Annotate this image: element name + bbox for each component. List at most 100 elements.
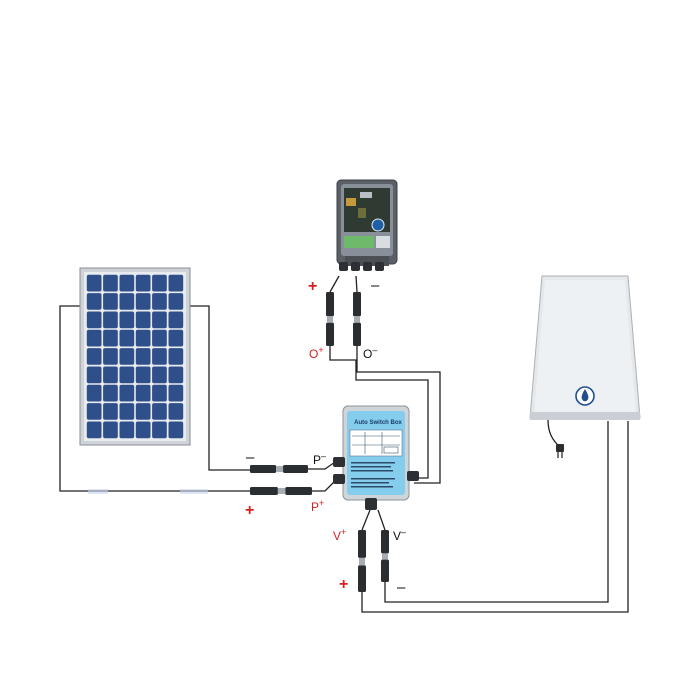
controller-glands bbox=[339, 262, 384, 271]
solar-cell bbox=[103, 311, 118, 329]
solar-cell bbox=[152, 293, 167, 310]
label-v-plus-sign: + bbox=[341, 527, 347, 537]
wire-ctrl-minus bbox=[355, 275, 358, 293]
label-o-plus-sign: + bbox=[318, 345, 324, 355]
controller-plus-sign: + bbox=[308, 278, 318, 295]
solar-cell bbox=[168, 384, 184, 402]
label-p-minus: P– bbox=[313, 451, 327, 467]
solar-cell bbox=[103, 293, 118, 310]
label-v-plus: V+ bbox=[333, 527, 347, 543]
solar-cell bbox=[119, 403, 135, 420]
controller-minus-sign: – bbox=[371, 277, 380, 294]
solar-cell bbox=[103, 403, 118, 420]
wire-box-vminus bbox=[377, 509, 386, 531]
solar-cell bbox=[119, 348, 135, 365]
solar-cell bbox=[152, 421, 167, 439]
panel-minus-sign: – bbox=[246, 449, 255, 466]
solar-cell bbox=[168, 274, 184, 292]
solar-cell bbox=[86, 403, 102, 420]
solar-cell bbox=[152, 384, 167, 402]
mc4-connector-icon-v-minus bbox=[381, 530, 389, 582]
solar-cell bbox=[86, 293, 102, 310]
solar-cell bbox=[103, 348, 118, 365]
mc4-connector-icon-o-minus bbox=[353, 292, 361, 346]
solar-cell bbox=[135, 274, 151, 292]
label-o-minus-letter: O bbox=[363, 347, 373, 361]
label-p-minus-letter: P bbox=[313, 453, 322, 467]
label-o-minus: O– bbox=[363, 345, 378, 361]
solar-cell bbox=[86, 421, 102, 439]
solar-cell bbox=[135, 329, 151, 347]
solar-cell bbox=[135, 366, 151, 384]
solar-cell bbox=[135, 403, 151, 420]
solar-cell bbox=[152, 329, 167, 347]
solar-cell bbox=[152, 403, 167, 420]
label-v-minus-sign: – bbox=[401, 527, 407, 537]
solar-cell bbox=[168, 329, 184, 347]
output-plus-sign: + bbox=[339, 576, 349, 593]
solar-cell bbox=[135, 311, 151, 329]
solar-cell bbox=[119, 384, 135, 402]
wire-v-plus bbox=[361, 421, 629, 613]
label-o-plus: O+ bbox=[309, 345, 324, 361]
switch-box-title: Auto Switch Box bbox=[354, 420, 402, 426]
solar-cell bbox=[103, 366, 118, 384]
solar-cell bbox=[168, 403, 184, 420]
mc4-connector-icon-p-plus bbox=[250, 487, 312, 495]
label-p-plus-sign: + bbox=[319, 498, 325, 508]
solar-cell bbox=[103, 384, 118, 402]
solar-cell bbox=[168, 311, 184, 329]
connectors bbox=[250, 292, 389, 592]
solar-cell bbox=[103, 421, 118, 439]
label-p-plus: P+ bbox=[311, 498, 325, 514]
reflection-smudges bbox=[88, 489, 208, 494]
auto-switch-box bbox=[333, 405, 419, 510]
solar-cell bbox=[168, 421, 184, 439]
wire-v-minus bbox=[384, 421, 609, 603]
solar-cell bbox=[168, 348, 184, 365]
mc4-connector-icon-o-plus bbox=[326, 292, 334, 346]
solar-cell bbox=[135, 293, 151, 310]
solar-cell bbox=[152, 274, 167, 292]
wire-ctrl-plus bbox=[329, 275, 340, 293]
label-o-minus-sign: – bbox=[372, 345, 378, 355]
mc4-connector-icon-p-minus bbox=[250, 465, 308, 473]
solar-cell bbox=[152, 348, 167, 365]
power-plug-icon bbox=[556, 444, 564, 458]
label-p-minus-sign: – bbox=[321, 451, 327, 461]
solar-cell bbox=[168, 293, 184, 310]
solar-cell bbox=[119, 293, 135, 310]
label-v-minus-letter: V bbox=[393, 529, 402, 543]
inverter-cabinet bbox=[529, 275, 641, 458]
water-drop-logo-icon bbox=[575, 386, 595, 406]
solar-cell bbox=[86, 366, 102, 384]
solar-cell bbox=[86, 384, 102, 402]
output-minus-sign: – bbox=[397, 579, 406, 596]
pump-controller bbox=[336, 179, 398, 271]
label-v-minus: V– bbox=[393, 527, 407, 543]
solar-cell bbox=[103, 274, 118, 292]
mc4-connector-icon-v-plus bbox=[358, 530, 366, 592]
solar-panel-cells bbox=[86, 274, 184, 439]
wire-box-vplus bbox=[361, 509, 371, 531]
solar-cell bbox=[119, 366, 135, 384]
switch-box-schematic bbox=[352, 432, 400, 454]
solar-cell bbox=[119, 311, 135, 329]
switch-box-text-lines bbox=[351, 462, 395, 488]
wire-o-minus bbox=[356, 345, 441, 484]
wires bbox=[59, 275, 629, 613]
solar-cell bbox=[152, 311, 167, 329]
solar-cell bbox=[135, 421, 151, 439]
solar-cell bbox=[86, 348, 102, 365]
solar-cell bbox=[152, 366, 167, 384]
wire-cabinet-plug bbox=[547, 419, 561, 448]
solar-cell bbox=[135, 348, 151, 365]
wire-panel-negative bbox=[188, 305, 250, 471]
solar-panel bbox=[79, 267, 191, 446]
solar-cell bbox=[168, 366, 184, 384]
wire-o-plus bbox=[329, 345, 429, 479]
solar-cell bbox=[119, 421, 135, 439]
solar-cell bbox=[86, 329, 102, 347]
label-o-plus-letter: O bbox=[309, 347, 319, 361]
solar-cell bbox=[135, 384, 151, 402]
